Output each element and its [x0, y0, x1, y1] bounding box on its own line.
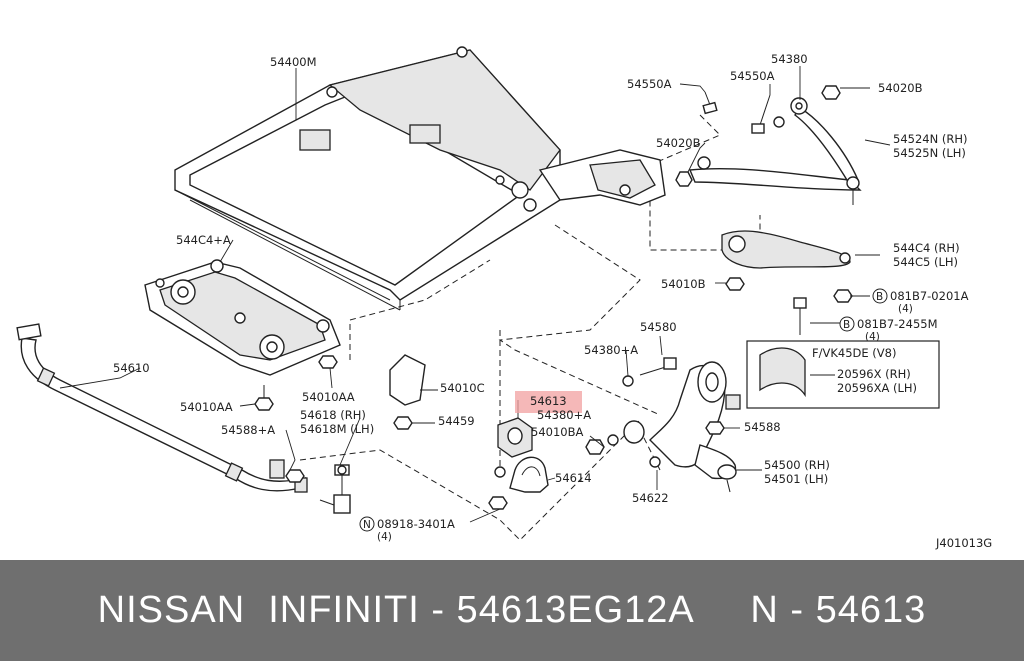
washer-54588	[705, 421, 725, 435]
label-54550A: 54550A	[730, 69, 775, 83]
label-54010BA: 54010BA	[531, 425, 583, 439]
label-54500: 54500 (RH)	[764, 458, 830, 472]
label-fvk45de: F/VK45DE (V8)	[812, 346, 896, 360]
marker-b-2: B	[839, 316, 855, 332]
label-081B7-0201A: 081B7-0201A	[890, 289, 969, 303]
label-54550A: 54550A	[627, 77, 672, 91]
label-54525N: 54525N (LH)	[893, 146, 966, 160]
label-54400M: 54400M	[270, 55, 317, 69]
label-081B7-2455M-qty: (4)	[865, 331, 880, 343]
parts-diagram: B B N 54400M 54550A 54550A 54380 54020B …	[16, 46, 993, 550]
bushing-54613	[497, 417, 533, 458]
footer-bar: NISSAN INFINITI - 54613EG12A N - 54613	[0, 560, 1024, 661]
nut-54020B-b	[821, 85, 841, 100]
marker-n-text: N	[363, 519, 371, 531]
label-54380: 54380	[771, 52, 808, 66]
label-08918-3401A: 08918-3401A	[377, 517, 455, 531]
label-54010C: 54010C	[440, 381, 485, 395]
engine-variant-box	[746, 340, 940, 409]
connecting-rod-54618	[319, 464, 351, 514]
stabilizer-bar-54610	[16, 323, 308, 493]
washer-54622	[649, 456, 661, 468]
bolt-54010AA-a	[254, 385, 274, 411]
label-54010B: 54010B	[661, 277, 706, 291]
bolt-54550A-upper	[702, 91, 718, 115]
label-54622: 54622	[632, 491, 669, 505]
label-54524N: 54524N (RH)	[893, 132, 967, 146]
label-54459: 54459	[438, 414, 475, 428]
leader-lines	[59, 66, 891, 523]
label-20596X: 20596X (RH)	[837, 367, 911, 381]
label-08918-3401A-qty: (4)	[377, 531, 392, 543]
bolt-54580	[622, 357, 677, 387]
subframe-54400M	[174, 46, 666, 311]
label-54010AA: 54010AA	[302, 390, 355, 404]
part-labels: 54400M 54550A 54550A 54380 54020B 54020B…	[113, 52, 992, 550]
highlight-54613	[515, 391, 582, 413]
label-54618M-lh: 54618M (LH)	[300, 422, 374, 436]
label-20596XA: 20596XA (LH)	[837, 381, 917, 395]
compression-rod-544C4	[721, 230, 853, 303]
label-54580: 54580	[640, 320, 677, 334]
label-544C4A: 544C4+A	[176, 233, 231, 247]
label-54614: 54614	[555, 471, 592, 485]
exploded-view-svg: B B N 54400M 54550A 54550A 54380 54020B …	[16, 46, 992, 550]
label-54380A: 54380+A	[584, 343, 638, 357]
bolt-081B7-2455M	[793, 297, 807, 335]
label-544C5: 544C5 (LH)	[893, 255, 958, 269]
label-54020B: 54020B	[878, 81, 923, 95]
knuckle-54500	[623, 361, 741, 493]
label-54020B: 54020B	[656, 136, 701, 150]
marker-n: N	[359, 516, 375, 532]
nut-54020B-a	[675, 171, 693, 187]
label-54380A: 54380+A	[537, 408, 591, 422]
label-081B7-2455M: 081B7-2455M	[857, 317, 938, 331]
upper-link-54524N	[688, 97, 862, 205]
bolt-54550A-lower	[751, 94, 785, 134]
reference-code: J401013G	[935, 536, 992, 550]
marker-b-1: B	[872, 288, 888, 304]
nut-54010BA	[585, 434, 619, 455]
marker-b-text: B	[876, 291, 883, 303]
label-54610: 54610	[113, 361, 150, 375]
bracket-54010C	[389, 354, 426, 430]
label-544C4: 544C4 (RH)	[893, 241, 960, 255]
crossmember-544C4A	[144, 259, 341, 376]
bolt-54010AA-b	[318, 355, 338, 369]
label-54588A: 54588+A	[221, 423, 275, 437]
label-54618-rh: 54618 (RH)	[300, 408, 366, 422]
label-54010AA: 54010AA	[180, 400, 233, 414]
label-081B7-0201A-qty: (4)	[898, 303, 913, 315]
clamp-54614	[488, 456, 549, 510]
part-number-caption: NISSAN INFINITI - 54613EG12A N - 54613	[97, 589, 927, 631]
label-54613: 54613	[530, 394, 567, 408]
marker-b-text: B	[843, 319, 850, 331]
label-54501: 54501 (LH)	[764, 472, 828, 486]
label-54588: 54588	[744, 420, 781, 434]
